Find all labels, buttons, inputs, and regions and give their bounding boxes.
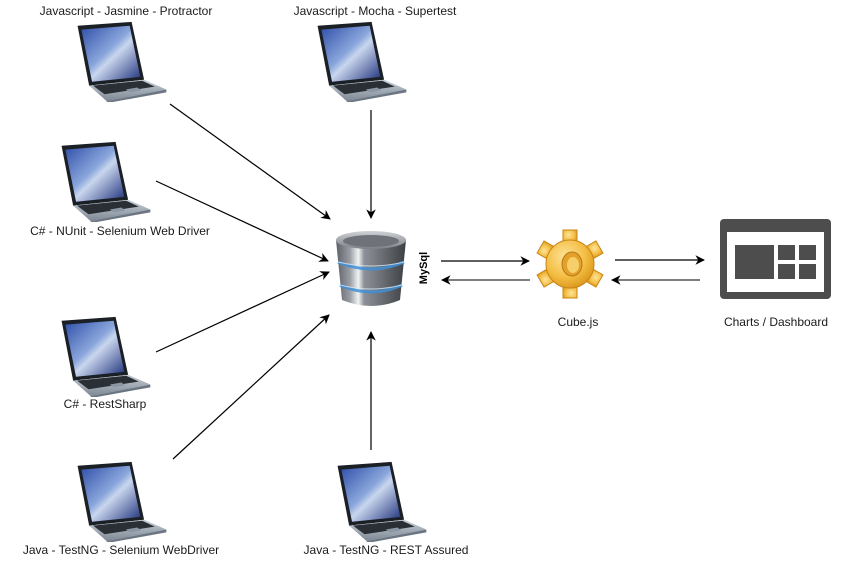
edges <box>155 103 705 460</box>
database-icon <box>336 231 406 306</box>
edge-cs-restsharp-to-db <box>155 271 330 353</box>
edge-js-jasmine-to-db <box>169 103 331 220</box>
client-label-cs-restsharp: C# - RestSharp <box>63 397 147 411</box>
service-label: Cube.js <box>557 315 599 329</box>
client-label-js-jasmine: Javascript - Jasmine - Protractor <box>39 4 213 18</box>
dashboard-label: Charts / Dashboard <box>723 315 829 329</box>
gear-icon <box>536 229 604 299</box>
laptop-icon <box>77 461 167 542</box>
database-label: MySql <box>418 251 431 285</box>
client-label-cs-nunit: C# - NUnit - Selenium Web Driver <box>30 224 210 238</box>
laptop-icon <box>337 461 427 542</box>
laptop-icon <box>77 21 167 102</box>
laptop-icon <box>317 21 407 102</box>
client-label-java-selenium: Java - TestNG - Selenium WebDriver <box>22 543 220 557</box>
laptop-icon <box>61 141 151 222</box>
client-label-js-mocha: Javascript - Mocha - Supertest <box>293 4 457 18</box>
edge-cs-nunit-to-db <box>155 180 329 262</box>
client-label-java-rest: Java - TestNG - REST Assured <box>303 543 469 557</box>
dashboard-icon <box>720 219 831 299</box>
edge-java-selenium-to-db <box>172 314 330 460</box>
laptop-icon <box>61 316 151 397</box>
